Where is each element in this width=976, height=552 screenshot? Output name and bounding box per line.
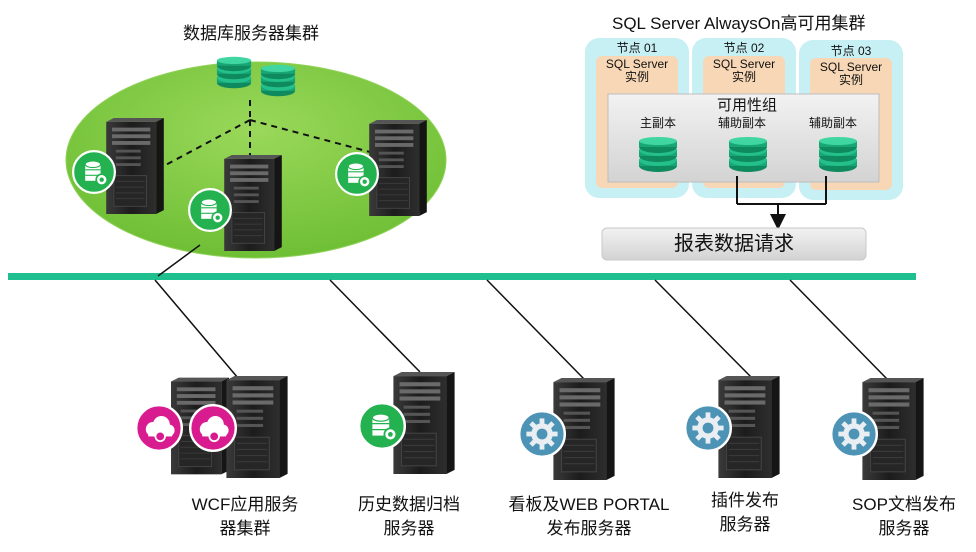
cluster-bus-link (157, 244, 201, 277)
availability-group-title: 可用性组 (716, 97, 777, 114)
instance-label-line1: SQL Server (605, 57, 669, 71)
server-label-line1: 插件发布 (711, 491, 779, 510)
server-label-line2: 服务器 (383, 519, 435, 538)
replica-connector (736, 176, 827, 230)
gear-badge-icon (684, 404, 732, 452)
node-label: 节点 03 (830, 44, 872, 58)
database-badge-icon (335, 152, 379, 196)
replica-label: 主副本 (639, 116, 676, 130)
server-links (154, 279, 889, 381)
database-stack-icon (260, 64, 296, 97)
server-label-portal: 看板及WEB PORTAL 发布服务器 (496, 493, 682, 541)
server-label-plugin: 插件发布 服务器 (675, 489, 815, 537)
alwayson-title: SQL Server AlwaysOn高可用集群 (612, 14, 866, 33)
database-badge-icon (188, 188, 232, 232)
gear-badge-icon (518, 410, 566, 458)
server-label-line1: SOP文档发布 (852, 495, 956, 514)
instance-label-line2: 实例 (624, 70, 649, 84)
server-label-line2: 服务器 (719, 515, 771, 534)
cloud-badge-icon (135, 404, 183, 452)
instance-label: SQL Server 实例 (703, 58, 785, 84)
instance-label-line2: 实例 (838, 73, 863, 87)
report-request-label: 报表数据请求 (674, 233, 794, 255)
server-label-line2: 发布服务器 (546, 519, 632, 538)
database-stack-icon (819, 137, 857, 172)
cloud-badge-icon (189, 404, 237, 452)
server-label-sop: SOP文档发布 服务器 (834, 493, 974, 541)
instance-label-line1: SQL Server (819, 60, 883, 74)
tower-server-icon (223, 155, 283, 251)
server-label-wcf: WCF应用服务 器集群 (170, 493, 320, 541)
server-label-line2: 器集群 (219, 519, 271, 538)
instance-label-line1: SQL Server (712, 57, 776, 71)
db-cluster-title: 数据库服务器集群 (183, 24, 319, 43)
database-stack-icon (639, 137, 677, 172)
instance-label: SQL Server 实例 (810, 61, 892, 87)
replica-label: 辅助副本 (717, 116, 766, 130)
gear-badge-icon (830, 410, 878, 458)
node-label: 节点 02 (723, 41, 765, 55)
server-label-line1: 历史数据归档 (358, 495, 460, 514)
server-label-line1: WCF应用服务 (191, 495, 299, 514)
database-stack-icon (729, 137, 767, 172)
network-bus (8, 273, 916, 280)
server-label-archive: 历史数据归档 服务器 (334, 493, 484, 541)
instance-label-line2: 实例 (731, 70, 756, 84)
instance-label: SQL Server 实例 (596, 58, 678, 84)
replica-label: 辅助副本 (808, 116, 857, 130)
database-stack-icon (216, 56, 252, 89)
server-label-line1: 看板及WEB PORTAL (508, 495, 670, 514)
report-request-bar (601, 227, 867, 261)
database-badge-icon (358, 402, 406, 450)
server-label-line2: 服务器 (878, 519, 930, 538)
database-badge-icon (72, 150, 116, 194)
node-label: 节点 01 (616, 41, 658, 55)
